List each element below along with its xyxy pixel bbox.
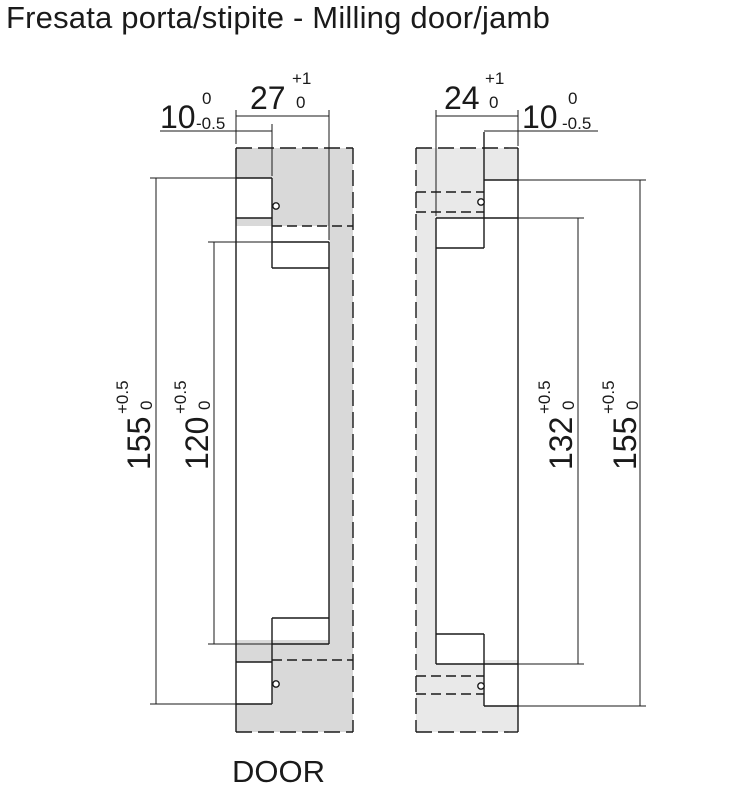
svg-text:0: 0 (623, 401, 642, 410)
door-screw-top (272, 202, 280, 210)
svg-text:0: 0 (559, 401, 578, 410)
svg-text:+1: +1 (292, 69, 311, 88)
svg-text:+0.5: +0.5 (535, 380, 554, 414)
jamb-dashed-outline (415, 147, 518, 733)
jamb-bottom-white-step (484, 664, 518, 706)
svg-text:0: 0 (296, 93, 305, 112)
svg-text:27: 27 (250, 80, 286, 116)
door-top-white-step (236, 178, 272, 218)
jamb-screw-bottom (477, 682, 485, 690)
door-screw-bottom (272, 680, 280, 688)
jamb-left-shaded-strip (416, 148, 436, 732)
jamb-outer-height-dimension (518, 179, 646, 707)
jamb-offset-label: 10 0 -0.5 (522, 89, 591, 135)
svg-text:-0.5: -0.5 (196, 114, 225, 133)
door-bottom-white-step (236, 662, 272, 704)
door-width-dimension (160, 110, 330, 240)
door-inner-height-dimension (208, 241, 272, 645)
door-outer-height-dimension (150, 177, 236, 705)
door-inner-height-label: 120 +0.5 0 (171, 380, 215, 470)
svg-text:0: 0 (489, 93, 498, 112)
jamb-outer-height-label: 155 +0.5 0 (599, 380, 643, 470)
svg-text:10: 10 (160, 99, 196, 135)
svg-text:-0.5: -0.5 (562, 114, 591, 133)
door-dashed-outline (236, 147, 354, 733)
svg-text:120: 120 (179, 417, 215, 470)
jamb-inner-height-dimension (484, 217, 584, 665)
svg-text:+0.5: +0.5 (113, 380, 132, 414)
jamb-profile (415, 132, 519, 733)
door-center-recess (272, 242, 329, 640)
svg-text:24: 24 (444, 80, 480, 116)
svg-text:0: 0 (202, 89, 211, 108)
jamb-bottom-notch (436, 634, 484, 664)
diagram-title: Fresata porta/stipite - Milling door/jam… (6, 0, 551, 35)
svg-text:10: 10 (522, 99, 558, 135)
svg-text:+0.5: +0.5 (171, 380, 190, 414)
svg-text:132: 132 (543, 417, 579, 470)
door-right-shaded-strip (329, 148, 353, 732)
svg-text:0: 0 (568, 89, 577, 108)
door-offset-label: 10 0 -0.5 (160, 89, 225, 135)
svg-text:+0.5: +0.5 (599, 380, 618, 414)
svg-text:155: 155 (121, 417, 157, 470)
jamb-inner-height-label: 132 +0.5 0 (535, 380, 579, 470)
svg-text:+1: +1 (485, 69, 504, 88)
door-width-label: 27 +1 0 (250, 69, 311, 116)
svg-text:0: 0 (195, 401, 214, 410)
jamb-top-notch (436, 218, 484, 248)
jamb-top-white-step (484, 180, 518, 220)
door-profile (235, 147, 354, 733)
svg-text:155: 155 (607, 417, 643, 470)
jamb-width-dimension (435, 110, 598, 216)
jamb-screw-top (477, 198, 485, 206)
svg-text:0: 0 (137, 401, 156, 410)
jamb-width-label: 24 +1 0 (444, 69, 504, 116)
door-caption: DOOR (232, 754, 325, 789)
door-outer-height-label: 155 +0.5 0 (113, 380, 157, 470)
